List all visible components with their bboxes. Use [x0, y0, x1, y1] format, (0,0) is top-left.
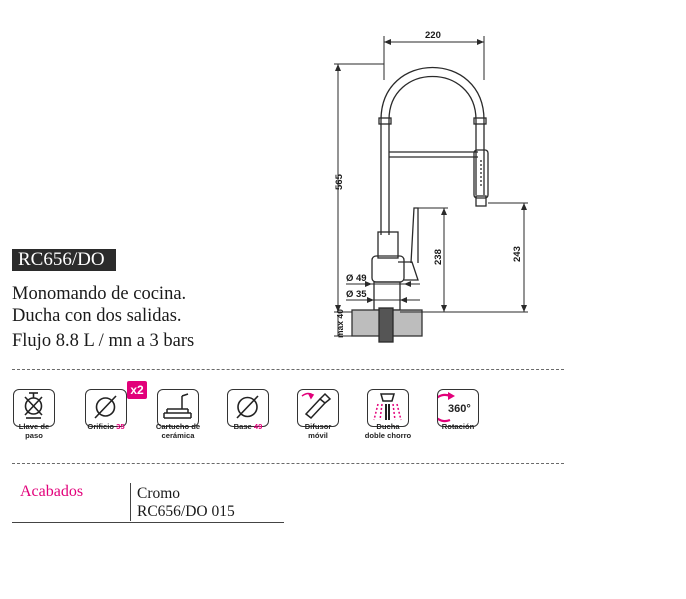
feature-label: Orificio 35 — [87, 422, 125, 431]
finishes-separator — [130, 483, 131, 521]
quantity-badge: x2 — [127, 381, 147, 399]
divider-top — [12, 369, 564, 370]
feature-base-diameter: Base 49 — [227, 389, 289, 445]
product-desc-line2: Ducha con dos salidas. — [12, 306, 182, 326]
dim-d35-label: Ø 35 — [346, 289, 367, 300]
hole-diameter-icon — [94, 395, 117, 419]
finishes-label: Acabados — [20, 483, 84, 500]
hose-inner — [388, 76, 477, 235]
stop-valve-icon — [24, 392, 43, 419]
feature-label: Base 49 — [233, 422, 263, 431]
finishes-underline — [12, 522, 284, 523]
ceramic-cartridge-icon — [163, 393, 192, 419]
spray-head — [473, 149, 489, 199]
feature-hole-diameter: x2 Orificio 35 — [85, 381, 147, 445]
dim-width-label: 220 — [425, 30, 441, 41]
technical-drawing: 220 565 238 243 Ø 49 Ø 35 max 40 — [334, 30, 528, 343]
finish-name: Cromo — [137, 485, 181, 502]
dual-spray-icon — [373, 393, 402, 421]
rotation-360-icon: 360° — [438, 392, 471, 423]
product-code: RC656/DO — [12, 249, 116, 271]
mobile-diffuser-icon — [301, 392, 332, 420]
product-desc-line3: Flujo 8.8 L / mn a 3 bars — [12, 331, 195, 351]
dim-spout-label: 238 — [433, 249, 444, 265]
hose-outer — [380, 66, 485, 235]
base-diameter-icon — [236, 395, 259, 419]
feature-label: Rotación — [441, 422, 475, 431]
divider-bottom — [12, 463, 564, 464]
dim-max40-label: max 40 — [335, 309, 345, 338]
dim-outlet-label: 243 — [512, 246, 523, 262]
feature-rotation: 360° Rotación — [437, 389, 499, 445]
dim-height-label: 565 — [334, 173, 345, 190]
rotation-value: 360° — [448, 403, 471, 415]
tap-body — [377, 231, 399, 259]
lever — [410, 207, 419, 264]
finish-ref: RC656/DO 015 — [137, 503, 235, 520]
product-desc-line1: Monomando de cocina. — [12, 284, 187, 304]
dim-d49-label: Ø 49 — [346, 273, 367, 284]
